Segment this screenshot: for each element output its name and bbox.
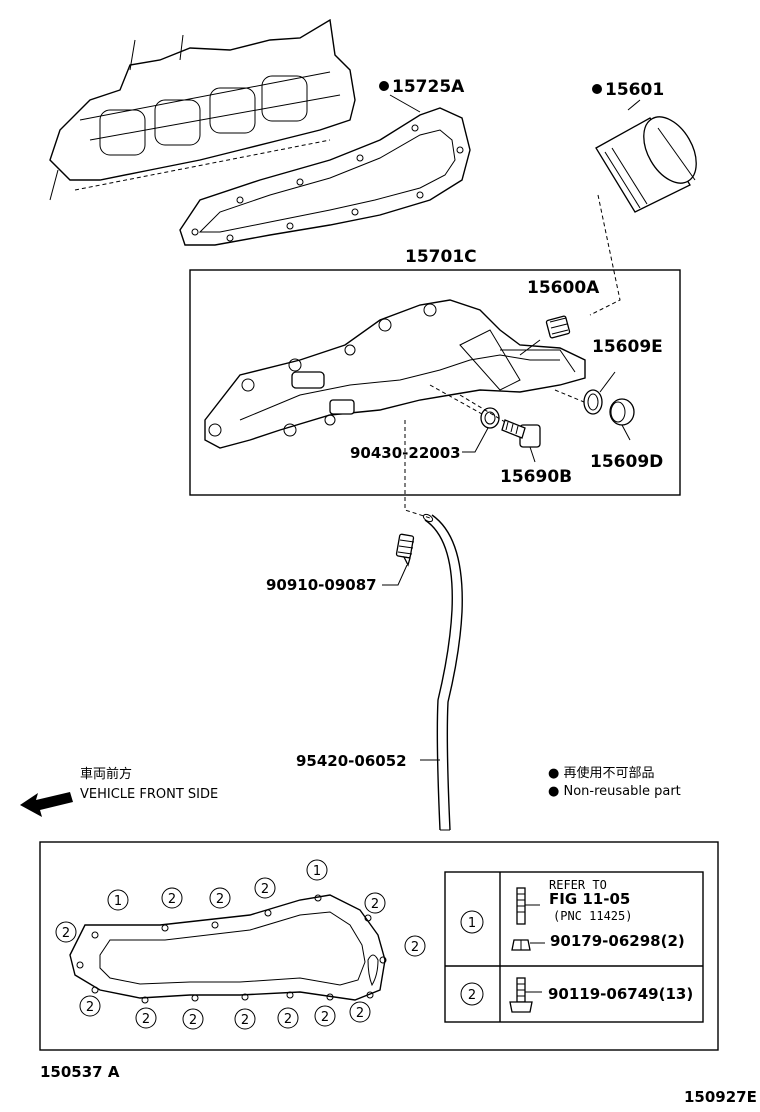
label-15690b: 15690B <box>500 467 572 487</box>
svg-text:1: 1 <box>313 864 321 879</box>
label-15601: 15601 <box>605 80 664 100</box>
marker-2-c: 2 <box>254 877 276 899</box>
leader-housing-to-guide <box>404 420 431 519</box>
long-bolt-icon <box>516 887 540 925</box>
guide-95420-drawing <box>420 513 463 831</box>
svg-text:1: 1 <box>114 894 122 909</box>
marker-2-m: 2 <box>349 1001 371 1023</box>
washer-90430-drawing <box>429 384 500 453</box>
legend-en: ● Non-reusable part <box>548 784 681 799</box>
label-90430-22003: 90430-22003 <box>350 444 461 462</box>
bolt-layout-box <box>39 841 719 1051</box>
marker-1-a: 1 <box>107 889 129 911</box>
refer-line-1: REFER TO <box>549 878 607 892</box>
marker-2-h: 2 <box>135 1007 157 1029</box>
housing-box <box>189 269 681 496</box>
marker-2-a: 2 <box>161 887 183 909</box>
svg-text:2: 2 <box>142 1012 150 1027</box>
table-part-90119: 90119-06749(13) <box>548 985 693 1003</box>
table-key-1: 1 <box>468 916 476 931</box>
legend-jp: ● 再使用不可部品 <box>548 765 654 781</box>
svg-text:2: 2 <box>168 892 176 907</box>
svg-text:2: 2 <box>241 1013 249 1028</box>
svg-text:2: 2 <box>216 892 224 907</box>
svg-text:2: 2 <box>261 882 269 897</box>
marker-2-f: 2 <box>404 935 426 957</box>
marker-2-d: 2 <box>364 892 386 914</box>
bullet-15601 <box>592 84 602 94</box>
marker-2-i: 2 <box>182 1008 204 1030</box>
oil-filter-drawing <box>589 99 697 316</box>
nut-icon <box>511 939 545 951</box>
front-jp: 車両前方 <box>80 766 132 782</box>
bottom-gasket-drawing <box>69 894 387 1004</box>
illustration-code: 150537 A <box>40 1063 120 1081</box>
svg-text:2: 2 <box>371 897 379 912</box>
oil-filter-housing-drawing <box>204 299 586 449</box>
label-15609e: 15609E <box>592 337 663 357</box>
refer-line-3: (PNC 11425) <box>553 909 632 923</box>
top-gasket-drawing <box>179 94 471 246</box>
refer-line-2: FIG 11-05 <box>549 890 630 908</box>
marker-1-b: 1 <box>306 859 328 881</box>
svg-text:2: 2 <box>86 1000 94 1015</box>
marker-2-b: 2 <box>209 887 231 909</box>
marker-2-e: 2 <box>55 921 77 943</box>
engine-block-drawing <box>49 18 356 201</box>
marker-2-k: 2 <box>277 1007 299 1029</box>
marker-2-l: 2 <box>314 1005 336 1027</box>
table-key-2: 2 <box>468 988 476 1003</box>
svg-text:2: 2 <box>284 1012 292 1027</box>
label-15609d: 15609D <box>590 452 663 472</box>
marker-2-j: 2 <box>234 1008 256 1030</box>
front-arrow-icon <box>20 792 73 817</box>
plug-15600a-drawing <box>519 315 571 356</box>
sender-15690b-drawing <box>459 394 541 463</box>
label-95420-06052: 95420-06052 <box>296 752 407 770</box>
label-15725a: 15725A <box>392 77 465 97</box>
svg-text:2: 2 <box>321 1010 329 1025</box>
bolt-90910-drawing <box>382 533 415 586</box>
page-code: 150927E <box>684 1088 757 1106</box>
bullet-15725a <box>379 81 389 91</box>
label-90910-09087: 90910-09087 <box>266 576 377 594</box>
svg-text:2: 2 <box>411 940 419 955</box>
svg-text:2: 2 <box>189 1013 197 1028</box>
svg-text:2: 2 <box>62 926 70 941</box>
svg-text:2: 2 <box>356 1006 364 1021</box>
label-15600a: 15600A <box>527 278 600 298</box>
label-15701c: 15701C <box>405 247 477 267</box>
front-en: VEHICLE FRONT SIDE <box>80 787 218 802</box>
flange-bolt-icon <box>509 977 542 1013</box>
table-part-90179: 90179-06298(2) <box>550 932 685 950</box>
ring-15609d-drawing <box>609 398 635 441</box>
ring-15609e-drawing <box>554 371 616 415</box>
bolt-table: 1 2 <box>444 871 704 1023</box>
marker-2-g: 2 <box>79 995 101 1017</box>
